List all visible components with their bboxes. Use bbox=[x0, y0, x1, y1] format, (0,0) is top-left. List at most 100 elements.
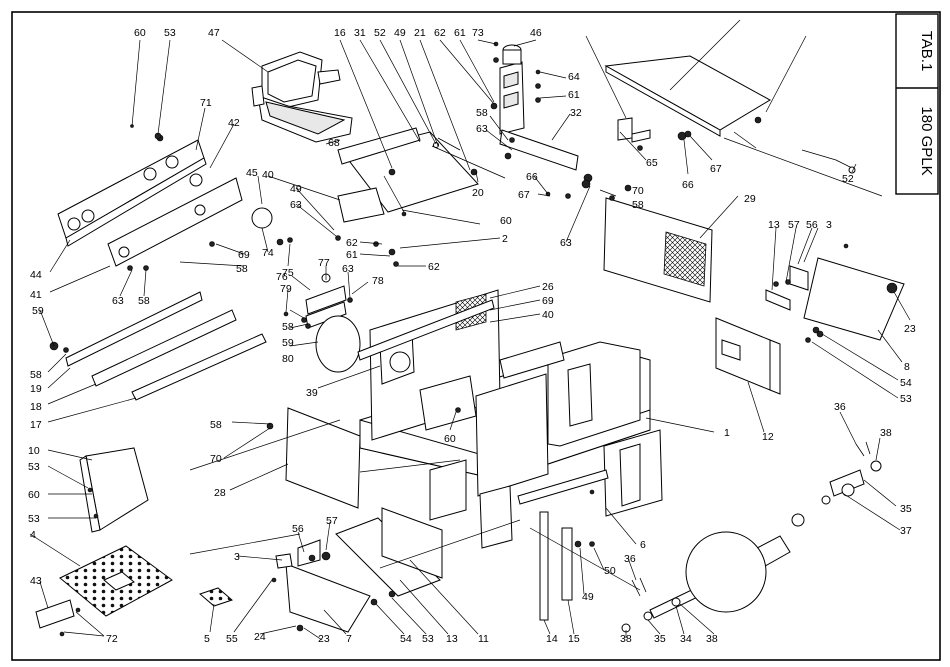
callout-label: 58 bbox=[236, 263, 248, 275]
seat-plate bbox=[337, 127, 479, 223]
callout-label: 34 bbox=[680, 633, 692, 645]
callout-label: 60 bbox=[134, 27, 146, 39]
callout-label: 75 bbox=[282, 267, 294, 279]
callout-label: 60 bbox=[500, 215, 512, 227]
panel-12 bbox=[715, 317, 781, 395]
callout-label: 3 bbox=[826, 219, 832, 231]
callout-label: 78 bbox=[372, 275, 384, 287]
callout-label: 18 bbox=[30, 401, 42, 413]
callout-label: 73 bbox=[472, 27, 484, 39]
callout-label: 10 bbox=[28, 445, 40, 457]
callout-label: 14 bbox=[546, 633, 558, 645]
callout-label: 61 bbox=[454, 27, 466, 39]
plate-28 bbox=[285, 407, 361, 509]
callout-label: 35 bbox=[900, 503, 912, 515]
rear-bracket bbox=[305, 273, 361, 373]
seat bbox=[251, 51, 353, 143]
callout-label: 50 bbox=[604, 565, 616, 577]
callout-label: 55 bbox=[226, 633, 238, 645]
callout-label: 28 bbox=[214, 487, 226, 499]
callout-label: 8 bbox=[904, 361, 910, 373]
callout-label: 61 bbox=[568, 89, 580, 101]
side-guard bbox=[335, 507, 443, 597]
dash-panel bbox=[57, 134, 273, 267]
callout-label: 36 bbox=[834, 401, 846, 413]
callout-label: 24 bbox=[254, 631, 266, 643]
callout-label: 42 bbox=[228, 117, 240, 129]
callout-label: 40 bbox=[542, 309, 554, 321]
callout-label: 63 bbox=[290, 199, 302, 211]
side-rails bbox=[49, 291, 267, 401]
callout-label: 72 bbox=[106, 633, 118, 645]
callout-label: 56 bbox=[806, 219, 818, 231]
callout-label: 59 bbox=[32, 305, 44, 317]
bar bbox=[499, 129, 593, 183]
callout-label: 70 bbox=[632, 185, 644, 197]
callout-label: 41 bbox=[30, 289, 42, 301]
callout-label: 49 bbox=[290, 183, 302, 195]
callout-label: 12 bbox=[762, 431, 774, 443]
callout-label: 80 bbox=[282, 353, 294, 365]
callouts: 60 53 47 16 31 52 49 21 62 61 73 46 64 6… bbox=[28, 27, 916, 645]
title-block: TAB.1 180 GPLK bbox=[895, 13, 939, 195]
callout-label: 65 bbox=[646, 157, 658, 169]
callout-label: 38 bbox=[620, 633, 632, 645]
callout-label: 26 bbox=[542, 281, 554, 293]
callout-label: 71 bbox=[200, 97, 212, 109]
callout-label: 62 bbox=[428, 261, 440, 273]
callout-label: 19 bbox=[30, 383, 42, 395]
callout-label: 38 bbox=[880, 427, 892, 439]
callout-label: 60 bbox=[444, 433, 456, 445]
callout-label: 52 bbox=[842, 173, 854, 185]
side-panel bbox=[603, 197, 713, 303]
title-table: TAB.1 bbox=[918, 31, 935, 72]
callout-label: 57 bbox=[788, 219, 800, 231]
callout-label: 40 bbox=[262, 169, 274, 181]
floor-mat bbox=[59, 545, 173, 617]
title-model: 180 GPLK bbox=[918, 106, 935, 175]
callout-label: 52 bbox=[374, 27, 386, 39]
callout-label: 67 bbox=[518, 189, 530, 201]
callout-label: 69 bbox=[542, 295, 554, 307]
callout-label: 15 bbox=[568, 633, 580, 645]
main-frame bbox=[359, 289, 663, 549]
callout-label: 35 bbox=[654, 633, 666, 645]
callout-label: 21 bbox=[414, 27, 426, 39]
sheet-border bbox=[11, 11, 941, 661]
callout-label: 37 bbox=[900, 525, 912, 537]
leader-lines bbox=[29, 19, 911, 641]
callout-label: 16 bbox=[334, 27, 346, 39]
callout-label: 1 bbox=[724, 427, 730, 439]
callout-label: 2 bbox=[502, 233, 508, 245]
hood bbox=[604, 55, 772, 137]
callout-label: 58 bbox=[138, 295, 150, 307]
guard bbox=[275, 539, 371, 633]
callout-label: 77 bbox=[318, 257, 330, 269]
callout-label: 38 bbox=[706, 633, 718, 645]
callout-label: 58 bbox=[282, 321, 294, 333]
callout-label: 56 bbox=[292, 523, 304, 535]
callout-label: 79 bbox=[280, 283, 292, 295]
callout-label: 69 bbox=[238, 249, 250, 261]
callout-label: 45 bbox=[246, 167, 258, 179]
callout-label: 63 bbox=[112, 295, 124, 307]
callout-label: 58 bbox=[210, 419, 222, 431]
callout-label: 63 bbox=[342, 263, 354, 275]
callout-label: 66 bbox=[682, 179, 694, 191]
callout-label: 53 bbox=[164, 27, 176, 39]
callout-label: 32 bbox=[570, 107, 582, 119]
callout-label: 64 bbox=[568, 71, 580, 83]
callout-label: 57 bbox=[326, 515, 338, 527]
callout-label: 60 bbox=[28, 489, 40, 501]
callout-label: 62 bbox=[346, 237, 358, 249]
callout-label: 76 bbox=[276, 271, 288, 283]
callout-label: 63 bbox=[476, 123, 488, 135]
callout-label: 53 bbox=[28, 513, 40, 525]
fasteners bbox=[59, 41, 849, 637]
step bbox=[199, 587, 233, 607]
callout-label: 5 bbox=[204, 633, 210, 645]
rods bbox=[431, 137, 506, 179]
callout-label: 54 bbox=[400, 633, 412, 645]
callout-label: 3 bbox=[234, 551, 240, 563]
bracket bbox=[617, 117, 687, 143]
